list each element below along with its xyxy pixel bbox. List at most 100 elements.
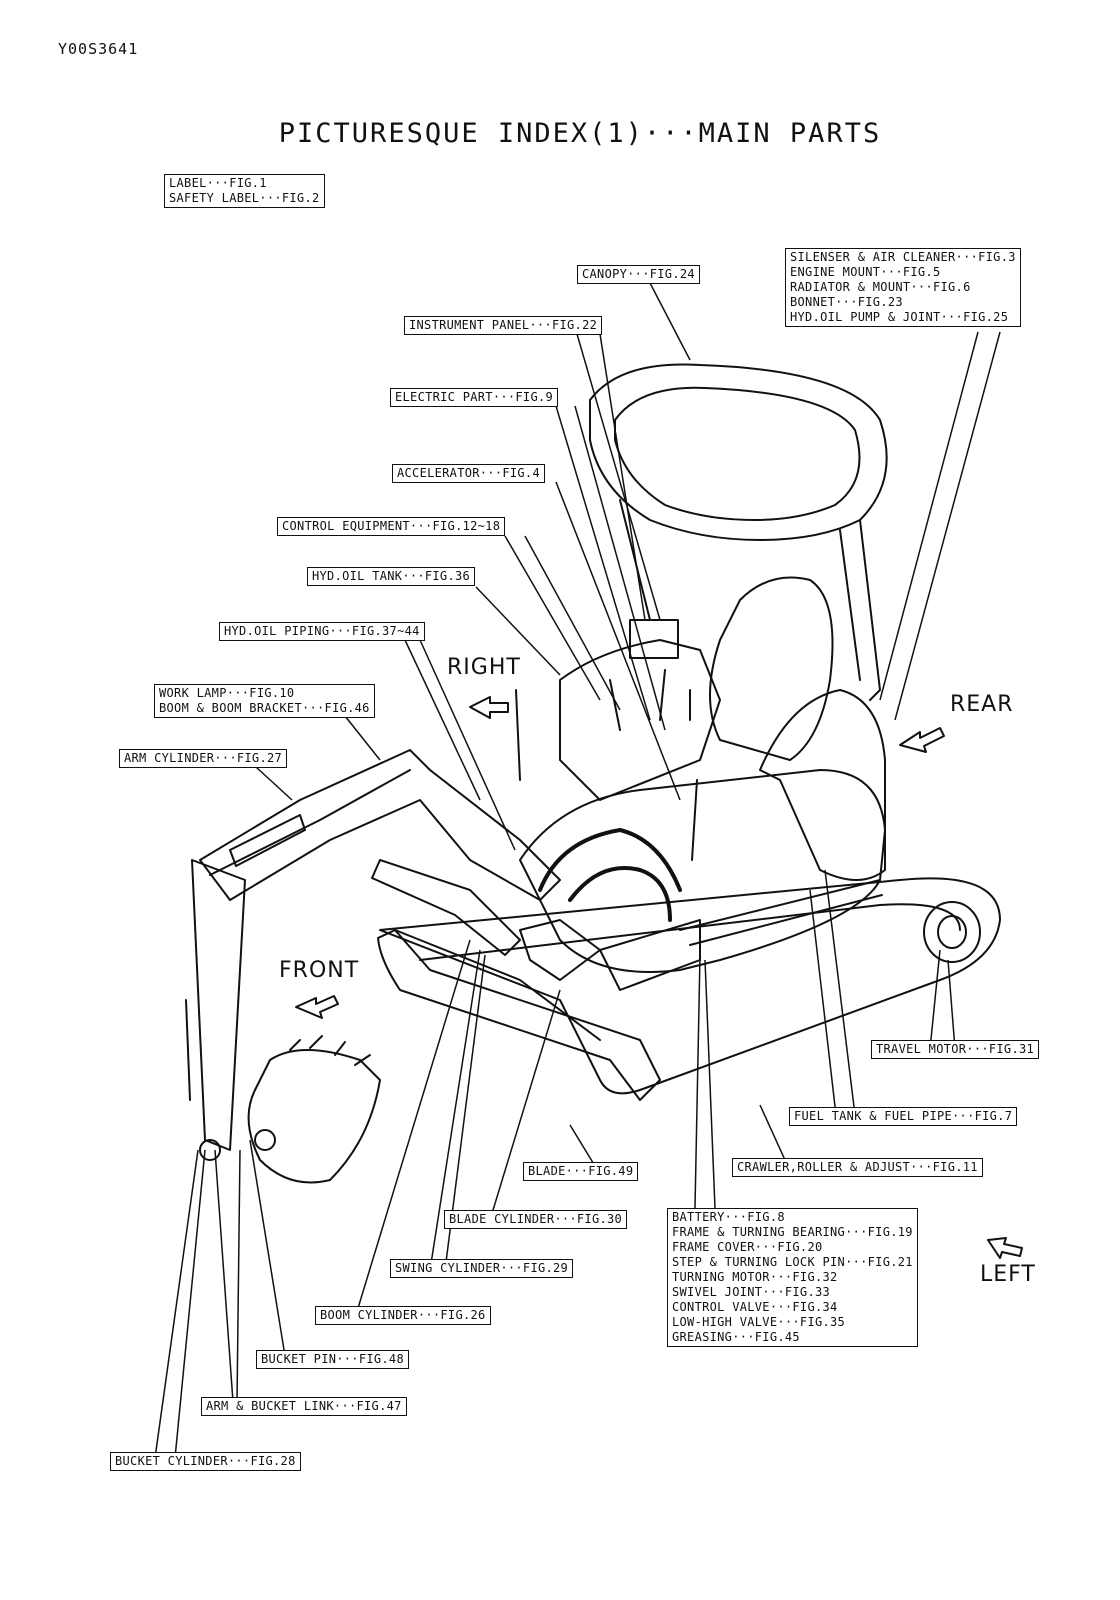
leader-bucket-cylinder-2 [174,1149,206,1459]
leader-battery-2 [704,959,716,1209]
label-accelerator: ACCELERATOR···FIG.4 [392,464,545,483]
label-fuel-tank: FUEL TANK & FUEL PIPE···FIG.7 [789,1107,1018,1126]
label-blade-cylinder: BLADE CYLINDER···FIG.30 [444,1210,628,1229]
leader-canopy [649,282,691,361]
bucket [247,1049,381,1184]
leader-blade [569,1124,596,1167]
label-arm-bucket-link: ARM & BUCKET LINK···FIG.47 [201,1397,407,1416]
bucket-pin [199,1139,221,1161]
label-travel-motor: TRAVEL MOTOR···FIG.31 [871,1040,1040,1059]
swing-bracket [519,919,601,981]
boom [199,749,561,901]
boom-cylinder-shape [371,859,521,956]
label-fig32: TURNING MOTOR···FIG.32 [672,1270,838,1284]
arm [191,859,246,1151]
leader-battery-1 [694,954,701,1209]
label-box-battery: BATTERY···FIG.8 FRAME & TURNING BEARING·… [667,1208,918,1347]
label-bucket-pin: BUCKET PIN···FIG.48 [256,1350,409,1369]
leader-travel-motor-1 [929,949,941,1050]
label-crawler: CRAWLER,ROLLER & ADJUST···FIG.11 [732,1158,983,1177]
label-fig20: FRAME COVER···FIG.20 [672,1240,823,1254]
label-box-engine: SILENSER & AIR CLEANER···FIG.3 ENGINE MO… [785,248,1021,327]
label-swing-cylinder: SWING CYLINDER···FIG.29 [390,1259,574,1278]
direction-rear: REAR [950,692,1014,717]
label-fig34: CONTROL VALVE···FIG.34 [672,1300,838,1314]
label-boom-cylinder: BOOM CYLINDER···FIG.26 [315,1306,491,1325]
leader-bucket-pin [249,1139,286,1357]
dozer-blade [377,929,661,1101]
control-console [559,639,721,801]
leader-bucket-cylinder-1 [154,1149,199,1459]
label-fig33: SWIVEL JOINT···FIG.33 [672,1285,831,1299]
front-arrow-icon [295,995,339,1019]
canopy-roof [589,363,888,541]
hydraulic-hoses [538,828,682,892]
leader-engine-1 [879,331,979,701]
frame-cover-line-2 [689,894,883,946]
bucket-teeth [289,1035,371,1066]
crawler-track [379,877,1001,1095]
boom-edge [209,769,411,876]
leader-fuel-1 [809,889,837,1116]
travel-motor-drum [923,901,981,963]
arm-hose [185,999,191,1101]
label-fig3: SILENSER & AIR CLEANER···FIG.3 [790,250,1016,264]
blade-edge [394,929,601,1041]
leader-hyd-tank [475,586,561,676]
label-instrument-panel: INSTRUMENT PANEL···FIG.22 [404,316,603,335]
leader-crawler [759,1104,786,1161]
arm-cylinder-shape [229,814,306,867]
direction-left: LEFT [980,1262,1036,1287]
page-title: PICTURESQUE INDEX(1)···MAIN PARTS [278,118,882,149]
label-fig19: FRAME & TURNING BEARING···FIG.19 [672,1225,913,1239]
label-blade: BLADE···FIG.49 [523,1162,639,1181]
travel-motor-hub [937,915,967,949]
label-hyd-oil-tank: HYD.OIL TANK···FIG.36 [307,567,476,586]
leader-swing-1 [429,949,481,1271]
canopy-roof-inner [614,386,861,521]
operator-seat [709,576,834,761]
label-arm-cylinder: ARM CYLINDER···FIG.27 [119,749,288,768]
canopy-rear-post-2 [839,529,861,681]
leader-control-2 [524,535,621,711]
bonnet [759,689,886,881]
leader-blade-cylinder [489,989,561,1221]
label-fig35: LOW-HIGH VALVE···FIG.35 [672,1315,846,1329]
bucket-link-pin [254,1129,276,1151]
label-fig1: LABEL···FIG.1 [169,176,267,190]
label-fig45: GREASING···FIG.45 [672,1330,800,1344]
right-arrow-icon [469,696,509,719]
label-fig10: WORK LAMP···FIG.10 [159,686,295,700]
rear-arrow-icon [899,727,945,753]
label-canopy: CANOPY···FIG.24 [577,265,700,284]
leader-control-1 [504,535,601,701]
leader-fuel-2 [824,869,856,1116]
leader-arm-cylinder [255,766,293,801]
instrument-panel [629,619,679,659]
control-levers [609,669,691,731]
label-fig46: BOOM & BOOM BRACKET···FIG.46 [159,701,370,715]
leader-instrument-1 [576,333,661,621]
leader-work-lamp [344,715,381,761]
swing-cylinder-shape [599,919,701,991]
label-bucket-cylinder: BUCKET CYLINDER···FIG.28 [110,1452,301,1471]
frame-cover-line [679,879,881,931]
leader-boom-cylinder [354,939,471,1319]
canopy-rear-post [859,519,881,701]
label-fig2: SAFETY LABEL···FIG.2 [169,191,320,205]
label-hyd-oil-piping: HYD.OIL PIPING···FIG.37~44 [219,622,425,641]
label-fig25: HYD.OIL PUMP & JOINT···FIG.25 [790,310,1009,324]
leader-arm-link-1 [236,1149,241,1403]
leader-accelerator [555,481,681,801]
travel-levers [515,689,698,861]
hydraulic-hoses-2 [568,866,672,922]
label-fig21: STEP & TURNING LOCK PIN···FIG.21 [672,1255,913,1269]
leader-arm-link-2 [214,1149,234,1403]
leader-engine-2 [894,331,1001,721]
direction-front: FRONT [279,958,360,983]
label-fig8: BATTERY···FIG.8 [672,1210,785,1224]
leader-electric-2 [574,405,666,731]
leader-travel-motor-2 [947,959,956,1050]
